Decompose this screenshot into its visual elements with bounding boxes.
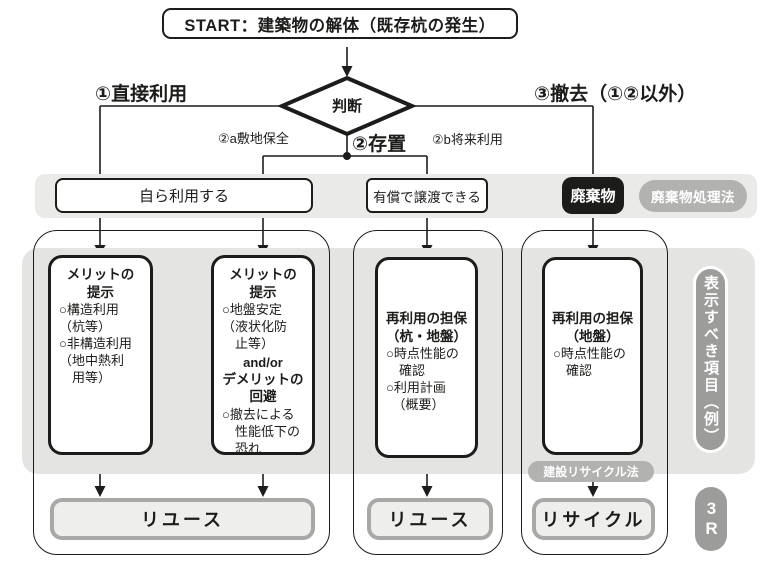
junction-dot [343, 152, 351, 160]
card-andor-label: and/or [243, 354, 283, 370]
waste-law-pill: 廃棄物処理法 [639, 180, 747, 212]
start-node: START：建築物の解体（既存杭の発生） [162, 8, 518, 39]
card-body: ○時点性能の 確認 ○利用計画 （概要） [386, 346, 459, 412]
branch-site-preservation-label: ②a敷地保全 [218, 131, 289, 146]
result-recycle: リサイクル [532, 498, 655, 540]
branch-leave-label: ②存置 [352, 134, 407, 155]
arrowhead-to-decision [341, 66, 353, 77]
card-heading: メリットの 提示 [66, 267, 135, 300]
card-reuse-guarantee-pile-ground: 再利用の担保 （杭・地盤） ○時点性能の 確認 ○利用計画 （概要） [375, 257, 478, 458]
display-items-pill: 表示すべき項目（例） [693, 266, 728, 453]
transfer-node: 有償で譲渡できる [366, 178, 488, 213]
result-reuse-left: リユース [50, 498, 315, 540]
arrowhead-reuse-left2 [257, 486, 269, 497]
card-merit-structural: メリットの 提示 ○構造利用 （杭等） ○非構造利用 （地中熱利 用等） [48, 255, 153, 455]
card-body: ○地盤安定 （液状化防 止等） [222, 302, 288, 351]
group-removal [521, 230, 668, 555]
arrowhead-reuse-mid [421, 486, 433, 497]
group-direct-use [33, 230, 330, 555]
group-transfer [353, 230, 503, 555]
branch-direct-use-label: ①直接利用 [95, 84, 188, 105]
card-body: ○時点性能の 確認 [553, 346, 626, 378]
arrowhead-reuse-left [94, 486, 106, 497]
card-heading: メリットの 提示 [229, 267, 297, 300]
card-body: ○構造利用 （杭等） ○非構造利用 （地中熱利 用等） [59, 302, 132, 385]
three-r-badge: 3R [695, 487, 727, 551]
branch-removal-label: ③撤去（①②以外） [534, 84, 697, 105]
result-reuse-mid: リユース [367, 498, 493, 540]
card-merit-ground: メリットの 提示 ○地盤安定 （液状化防 止等） and/or デメリットの 回… [211, 255, 315, 456]
construction-recycle-law-pill: 建設リサイクル法 [528, 461, 654, 482]
branch-future-use-label: ②b将来利用 [432, 132, 503, 147]
card-body-2: ○撤去による 性能低下の 恐れ [222, 406, 301, 456]
card-heading: 再利用の担保 （杭・地盤） [386, 311, 467, 344]
card-reuse-guarantee-ground: 再利用の担保 （地盤） ○時点性能の 確認 [542, 257, 643, 455]
waste-node: 廃棄物 [562, 177, 624, 214]
self-use-node: 自ら利用する [55, 178, 313, 213]
decision-diamond [276, 75, 418, 137]
decision-node-label: 判断 [331, 98, 362, 115]
card-heading-2: デメリットの 回避 [222, 371, 304, 405]
card-heading: 再利用の担保 （地盤） [552, 311, 633, 344]
arrowhead-recycle [587, 486, 599, 497]
